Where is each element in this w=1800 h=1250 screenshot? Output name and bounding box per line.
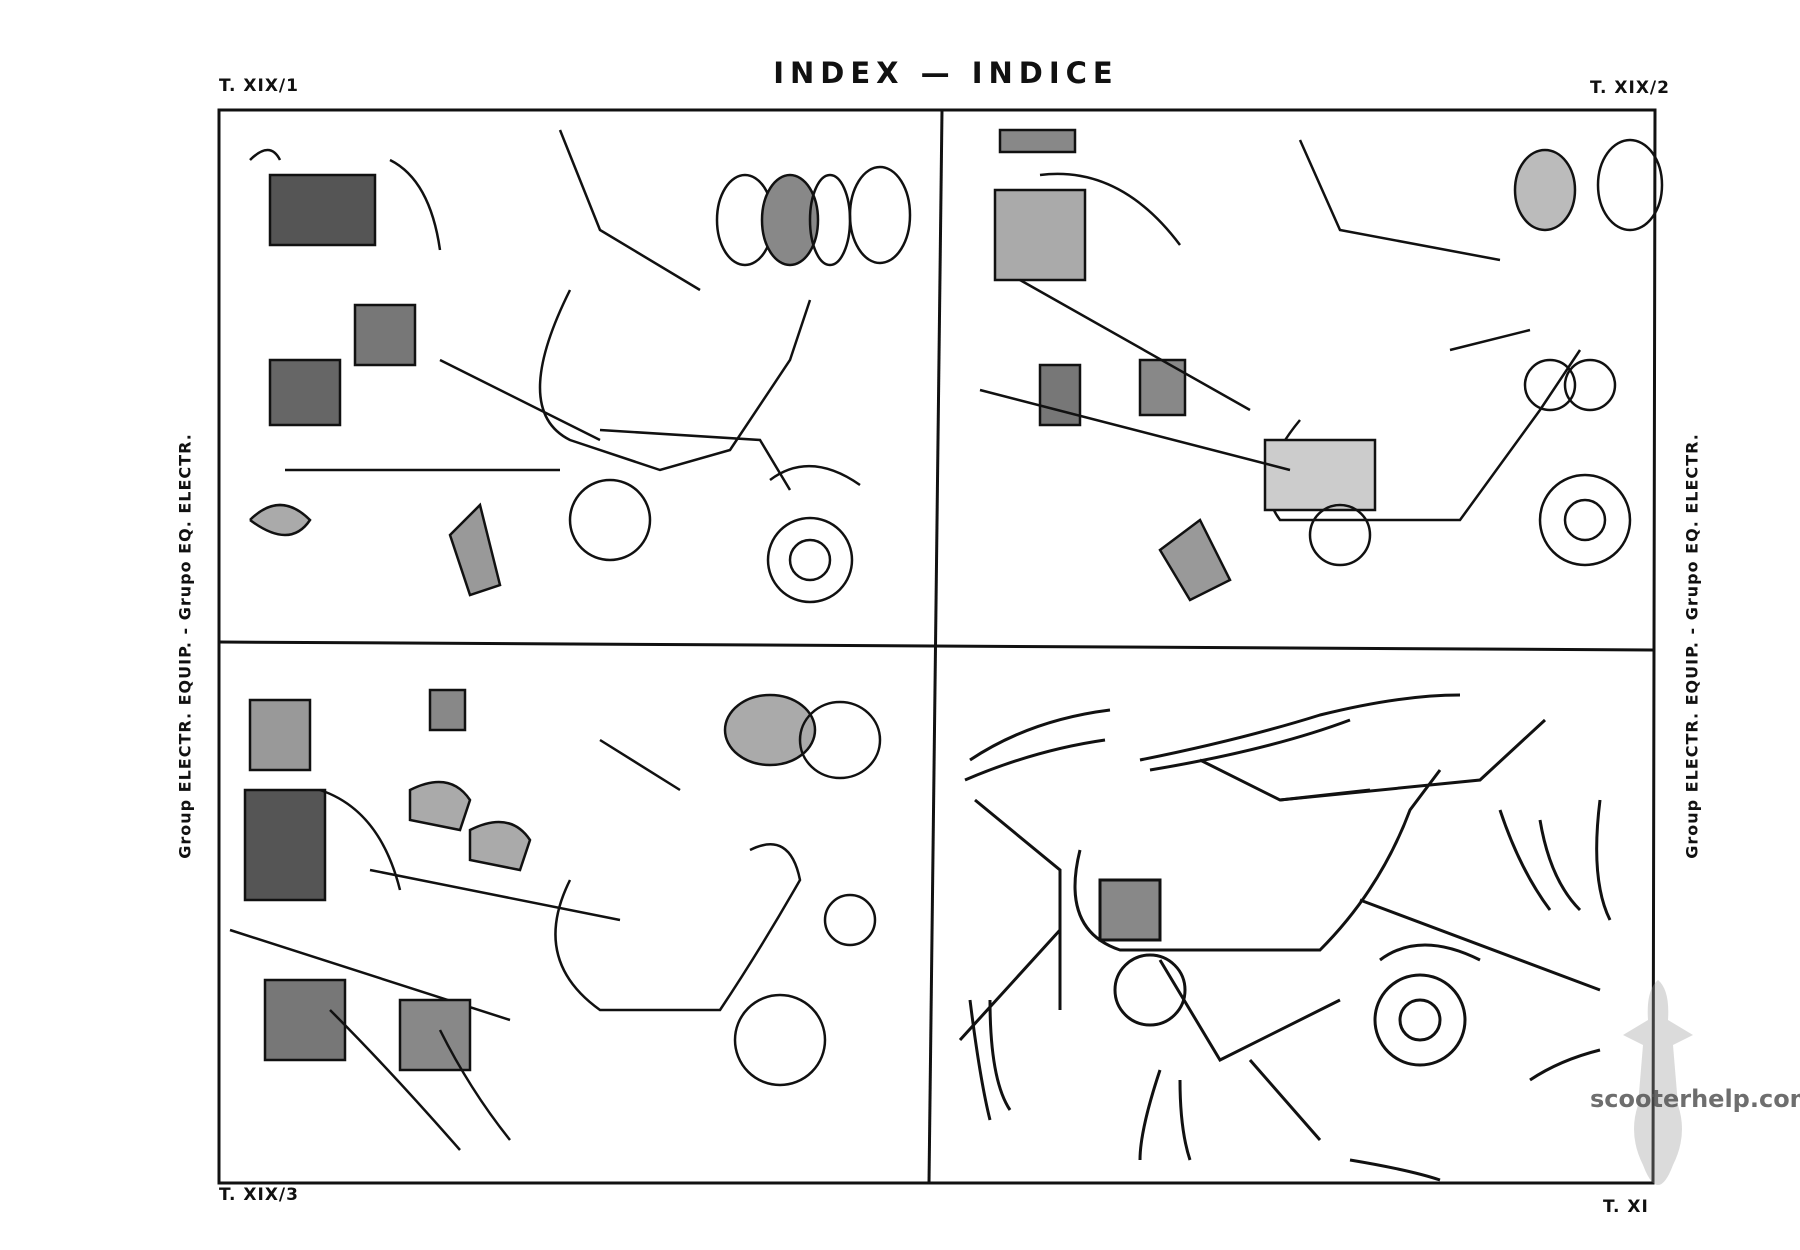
scooter-watermark-icon (1623, 980, 1693, 1185)
panel-t-xix-3-illustration (229, 688, 882, 1151)
page-title: INDEX — INDICE (773, 56, 1119, 90)
watermark-text: scooterhelp.com (1590, 1085, 1800, 1113)
ref-bottom-right: T. XI (1603, 1197, 1649, 1217)
panel-t-xix-1-illustration (249, 129, 912, 604)
ref-top-right: T. XIX/2 (1590, 78, 1670, 98)
ref-top-left: T. XIX/1 (219, 76, 299, 96)
panel-t-xix-4-illustration (958, 693, 1612, 1182)
battery-icon (268, 173, 377, 247)
ref-bottom-left: T. XIX/3 (219, 1185, 299, 1205)
panel-t-xix-2-illustration (979, 128, 1664, 602)
